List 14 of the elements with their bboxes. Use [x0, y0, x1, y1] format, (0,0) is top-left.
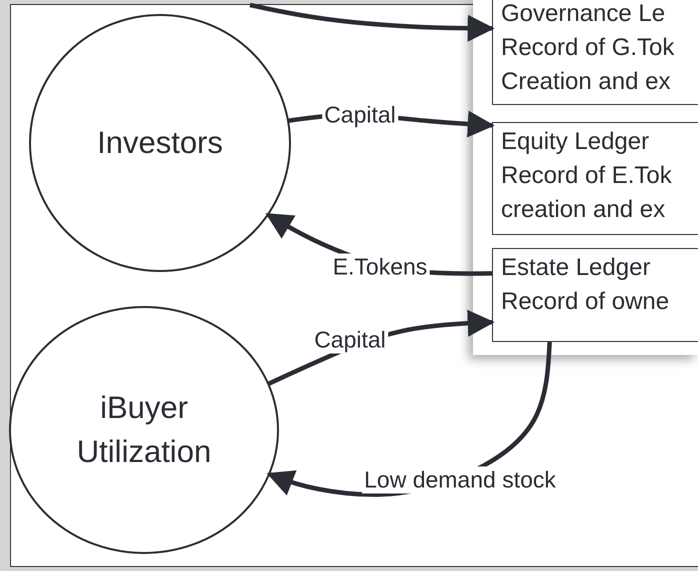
- entity-label: iBuyer Utilization: [76, 389, 212, 471]
- ledger-box: [492, 122, 698, 235]
- ledger-description: Record of E.Tok creation and ex: [501, 161, 673, 225]
- ledger-description: Record of G.Tok Creation and ex: [501, 33, 676, 97]
- ledger-panel: [473, 0, 698, 355]
- entity-label: Investors: [97, 124, 223, 162]
- ledger-description: Record of owne: [501, 287, 670, 317]
- ledger-box: [492, 0, 698, 105]
- ledger-title: Governance Le: [501, 0, 666, 29]
- arrow: [250, 2, 495, 42]
- ledger-box: [492, 248, 698, 342]
- ledger-title: Equity Ledger: [501, 127, 650, 157]
- edge-label: Low demand stock: [362, 466, 558, 494]
- ledger-title: Estate Ledger: [501, 253, 652, 283]
